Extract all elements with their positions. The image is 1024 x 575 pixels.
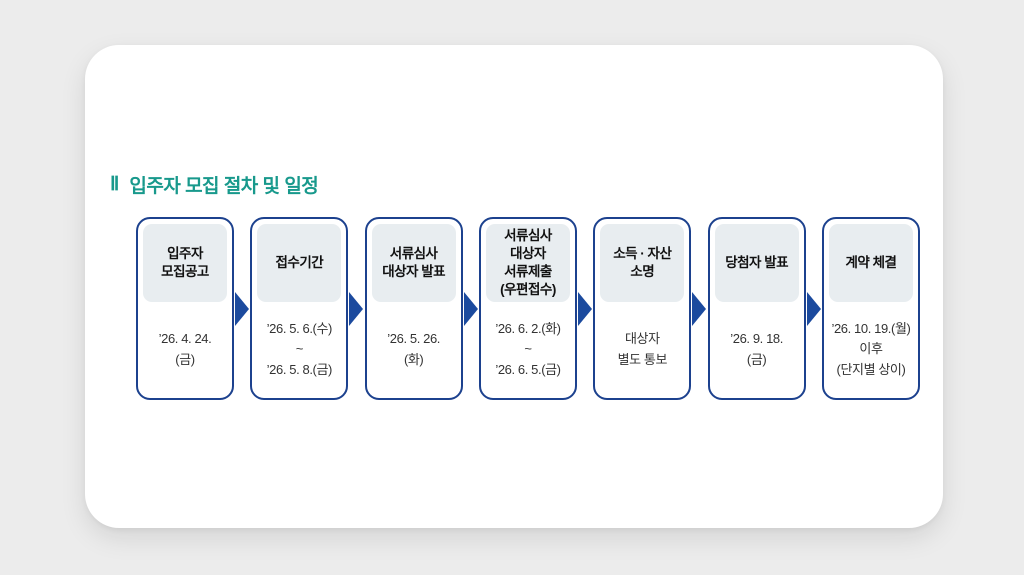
step-date: ’26. 6. 2.(화) ~ ’26. 6. 5.(금) [495,321,561,377]
step-date: ’26. 5. 26. (화) [387,331,440,367]
step-title: 소득 · 자산 소명 [613,246,672,279]
step-body: ’26. 10. 19.(월) 이후 (단지별 상이) [824,307,918,398]
process-step: 당첨자 발표 ’26. 9. 18. (금) [707,217,806,400]
step-title: 입주자 모집공고 [161,246,209,279]
step-header: 서류심사 대상자 발표 [371,224,456,302]
arrow-slot [234,217,250,400]
process-step: 서류심사 대상자 서류제출 (우편접수) ’26. 6. 2.(화) ~ ’26… [478,217,577,400]
step-body: 대상자 별도 통보 [595,307,689,398]
step-header: 계약 체결 [828,224,913,302]
notice-card: Ⅱ 입주자 모집 절차 및 일정 입주자 모집공고 ’26. 4. 24. (금… [85,45,943,528]
step-date: 대상자 별도 통보 [617,331,668,367]
arrow-right-icon [806,291,821,326]
arrow-slot [806,217,822,400]
arrow-right-icon [578,291,593,326]
arrow-slot [463,217,479,400]
arrow-right-icon [692,291,707,326]
step-header: 서류심사 대상자 서류제출 (우편접수) [485,224,570,302]
step-header: 소득 · 자산 소명 [600,224,685,302]
step-body: ’26. 5. 6.(수) ~ ’26. 5. 8.(금) [252,307,346,398]
process-step: 소득 · 자산 소명 대상자 별도 통보 [593,217,692,400]
process-row: 입주자 모집공고 ’26. 4. 24. (금) 접수기간 ’26. 5. 6.… [136,217,920,400]
process-step: 계약 체결 ’26. 10. 19.(월) 이후 (단지별 상이) [821,217,920,400]
arrow-right-icon [349,291,364,326]
step-title: 당첨자 발표 [725,255,789,271]
step-header: 당첨자 발표 [714,224,799,302]
arrow-slot [691,217,707,400]
step-body: ’26. 9. 18. (금) [710,307,804,398]
step-body: ’26. 4. 24. (금) [138,307,232,398]
step-date: ’26. 4. 24. (금) [158,331,212,367]
arrow-slot [348,217,364,400]
step-date: ’26. 10. 19.(월) 이후 (단지별 상이) [831,321,911,377]
step-title: 접수기간 [275,255,324,271]
process-step: 입주자 모집공고 ’26. 4. 24. (금) [136,217,234,400]
step-header: 입주자 모집공고 [143,224,227,302]
section-heading: Ⅱ 입주자 모집 절차 및 일정 [110,171,319,198]
heading-numeral: Ⅱ [110,174,121,195]
heading-text: 입주자 모집 절차 및 일정 [129,176,319,197]
step-date: ’26. 9. 18. (금) [730,331,783,367]
step-body: ’26. 5. 26. (화) [367,307,461,398]
arrow-right-icon [463,291,478,326]
process-step: 서류심사 대상자 발표 ’26. 5. 26. (화) [364,217,463,400]
step-title: 계약 체결 [845,255,897,271]
step-body: ’26. 6. 2.(화) ~ ’26. 6. 5.(금) [481,307,575,398]
arrow-right-icon [235,291,250,326]
arrow-slot [577,217,593,400]
step-title: 서류심사 대상자 서류제출 (우편접수) [500,228,556,297]
process-step: 접수기간 ’26. 5. 6.(수) ~ ’26. 5. 8.(금) [250,217,349,400]
step-title: 서류심사 대상자 발표 [382,246,446,279]
step-header: 접수기간 [257,224,342,302]
step-date: ’26. 5. 6.(수) ~ ’26. 5. 8.(금) [266,321,333,377]
